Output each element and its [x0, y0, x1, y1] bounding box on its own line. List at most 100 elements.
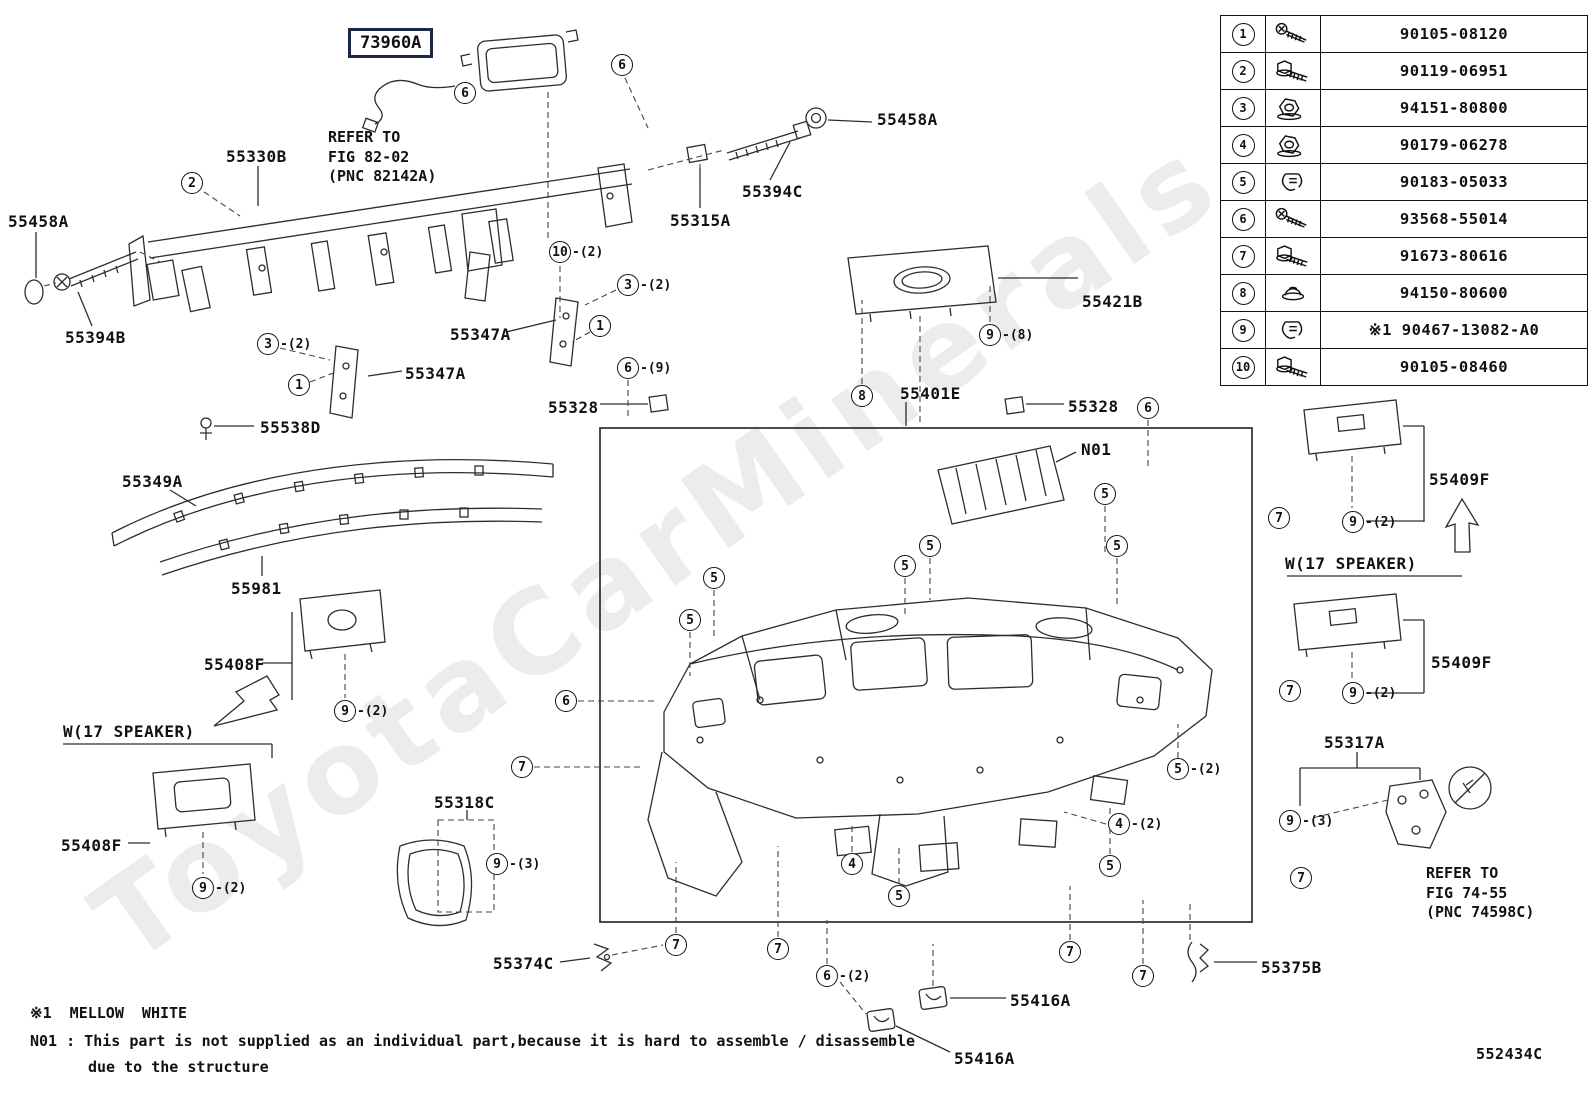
part-label: 55408F: [204, 655, 265, 674]
callout-qty: -(2): [572, 244, 604, 260]
callout-circle: 5: [1094, 483, 1116, 505]
callout-qty: -(2): [1365, 685, 1397, 701]
clip-icon: [1274, 169, 1312, 196]
callout-marker: 7: [1059, 941, 1082, 963]
part-label: 55409F: [1429, 470, 1490, 489]
leader-lines: [35, 119, 1462, 1053]
callout-marker: 9-(2): [334, 700, 388, 722]
callout-marker: 2: [181, 172, 204, 194]
callout-qty: -(2): [839, 968, 871, 984]
callout-circle: 9: [979, 324, 1001, 346]
part-label: 55349A: [122, 472, 183, 491]
callout-circle: 7: [1059, 941, 1081, 963]
callout-marker: 1: [589, 315, 612, 337]
legend-part-number: 94150-80600: [1320, 274, 1588, 312]
arrows-art: [213, 497, 1480, 727]
legend-row-number: 3: [1231, 96, 1255, 120]
legend-row-number: 4: [1231, 133, 1255, 157]
callout-qty: -(2): [280, 336, 312, 352]
part-label: N01: [1081, 440, 1112, 459]
callout-circle: 6: [617, 357, 639, 379]
callout-circle: 5: [894, 555, 916, 577]
callout-qty: -(2): [1190, 761, 1222, 777]
part-label: 55318C: [434, 793, 495, 812]
callout-circle: 6: [611, 54, 633, 76]
callout-qty: -(2): [357, 703, 389, 719]
callout-marker: 10-(2): [549, 241, 603, 263]
callout-circle: 6: [555, 690, 577, 712]
part-label: 55458A: [877, 110, 938, 129]
legend-row: 5 90183-05033: [1220, 163, 1588, 201]
fasteners-art: [24, 107, 1209, 1032]
callout-circle: 9: [486, 853, 508, 875]
callout-marker: 9-(2): [1342, 511, 1396, 533]
callout-circle: 10: [549, 241, 571, 263]
callout-circle: 6: [454, 82, 476, 104]
callout-circle: 4: [1108, 813, 1130, 835]
drawing-number: 552434C: [1476, 1045, 1543, 1063]
callout-marker: 5: [894, 555, 917, 577]
legend-part-number: ※1 90467-13082-A0: [1320, 311, 1588, 349]
refer-note: REFER TO FIG 74-55 (PNC 74598C): [1426, 864, 1535, 921]
legend-row: 6 93568-55014: [1220, 200, 1588, 238]
footnote-n01-cont: due to the structure: [88, 1058, 269, 1076]
callout-qty: -(3): [1302, 813, 1334, 829]
callout-marker: 6: [611, 54, 634, 76]
part-label: 55328: [1068, 397, 1119, 416]
legend-part-number: 93568-55014: [1320, 200, 1588, 238]
legend-row-number: 7: [1231, 244, 1255, 268]
callout-marker: 5: [1094, 483, 1117, 505]
callout-marker: 9-(2): [1342, 682, 1396, 704]
callout-marker: 6-(2): [816, 965, 870, 987]
highlighted-part-label: 73960A: [348, 28, 434, 58]
callout-circle: 1: [288, 374, 310, 396]
part-label: 55317A: [1324, 733, 1385, 752]
callout-marker: 5: [1099, 855, 1122, 877]
part-label: 55315A: [670, 211, 731, 230]
callout-marker: 7: [1290, 867, 1313, 889]
flange-nut-icon: [1274, 280, 1312, 307]
callout-marker: 5: [888, 885, 911, 907]
callout-marker: 7: [767, 938, 790, 960]
footnote-n01: N01 : This part is not supplied as an in…: [30, 1032, 916, 1050]
bolt-icon: [1274, 243, 1312, 270]
legend-row-number: 10: [1231, 355, 1255, 379]
side-panels-art: [152, 399, 1447, 849]
callout-marker: 7: [665, 934, 688, 956]
callout-circle: 7: [511, 756, 533, 778]
fastener-legend: 1 90105-08120 2 90119-06951 3 94151-8080…: [1220, 15, 1588, 386]
callout-circle: 8: [851, 385, 873, 407]
callout-marker: 5: [703, 567, 726, 589]
clip-icon: [1274, 317, 1312, 344]
callout-circle: 5: [888, 885, 910, 907]
part-label: 55394C: [742, 182, 803, 201]
callout-circle: 3: [617, 274, 639, 296]
callout-marker: 9-(3): [486, 853, 540, 875]
callout-circle: 7: [767, 938, 789, 960]
callout-circle: 9: [1342, 682, 1364, 704]
callout-circle: 5: [1167, 758, 1189, 780]
callout-circle: 5: [703, 567, 725, 589]
callout-marker: 9-(8): [979, 324, 1033, 346]
callout-marker: 1: [288, 374, 311, 396]
callout-marker: 4: [841, 853, 864, 875]
callout-circle: 7: [1268, 507, 1290, 529]
callout-circle: 9: [192, 877, 214, 899]
legend-row: 8 94150-80600: [1220, 274, 1588, 312]
callout-marker: 6-(9): [617, 357, 671, 379]
legend-row: 9 ※1 90467-13082-A0: [1220, 311, 1588, 349]
callout-circle: 4: [841, 853, 863, 875]
cluster-panel-art: [847, 245, 997, 323]
part-label: 55409F: [1431, 653, 1492, 672]
part-label: 55374C: [493, 954, 554, 973]
callout-qty: -(2): [215, 880, 247, 896]
callout-circle: 9: [334, 700, 356, 722]
callout-marker: 9-(2): [192, 877, 246, 899]
legend-row: 3 94151-80800: [1220, 89, 1588, 127]
part-label: 55458A: [8, 212, 69, 231]
callout-marker: 7: [511, 756, 534, 778]
legend-part-number: 90183-05033: [1320, 163, 1588, 201]
legend-row-number: 2: [1231, 59, 1255, 83]
